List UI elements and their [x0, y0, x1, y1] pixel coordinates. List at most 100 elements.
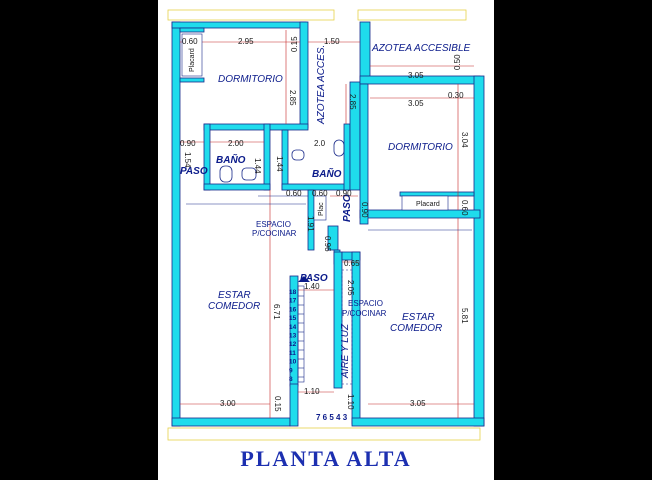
- wall-bath-left-bottom: [203, 183, 271, 191]
- floor-plan: DORMITORIO DORMITORIO AZOTEA ACCESIBLE A…: [167, 9, 485, 441]
- wall-bath-left-right: [263, 123, 271, 191]
- label-placard-left: Placard: [189, 48, 196, 72]
- dim-1-54: 1.54: [183, 152, 192, 168]
- placard-mid-box: [313, 195, 327, 221]
- stair-step-number: 16: [289, 306, 297, 313]
- dim-1-91: 1.91: [306, 216, 315, 232]
- wall-bath-left-left: [203, 123, 211, 191]
- stair-lower-steps: 7 6 5 4 3: [316, 413, 348, 422]
- placard-left-box: [181, 33, 203, 77]
- wall-bottom-right: [351, 417, 485, 427]
- dim-2-85-left: 2.85: [288, 90, 297, 106]
- dim-1-10-a: 1.10: [304, 387, 320, 396]
- stair-step-number: 8: [289, 376, 293, 383]
- dim-1-44-a: 1.44: [253, 158, 262, 174]
- upper-reference-line-right: [357, 9, 467, 21]
- stair-step-number: 11: [289, 350, 296, 357]
- stair-steps: [297, 285, 305, 383]
- room-bano-right: BAÑO: [312, 167, 342, 180]
- dim-0-96: 0.96: [323, 236, 332, 252]
- wall-bottom-left: [171, 417, 291, 427]
- placard-right-box: [401, 195, 449, 211]
- dim-0-15-bottom: 0.15: [273, 396, 282, 412]
- wall-bath-right-right: [343, 123, 351, 191]
- wall-placard-left-bottom: [179, 77, 205, 83]
- dim-2-85-mid: 2.85: [348, 94, 357, 110]
- label-placard-mid: Plac: [318, 202, 325, 216]
- room-azotea-accesible: AZOTEA ACCESIBLE: [371, 43, 471, 54]
- wall-dorm-left-right: [299, 21, 309, 129]
- wall-outer-right: [473, 75, 485, 427]
- stair-step-number: 14: [289, 324, 297, 331]
- dim-1-40: 1.40: [304, 282, 320, 291]
- room-paso-left: PASO: [180, 166, 208, 177]
- stair-step-number: 17: [289, 298, 297, 305]
- dim-3-05-bottom: 3.05: [410, 399, 426, 408]
- label-espacio-cocinar-1a: ESPACIO: [256, 220, 291, 229]
- sink-left-icon: [241, 167, 257, 181]
- stair-direction-arrow-icon: [298, 276, 310, 282]
- wall-placard-right-top: [399, 191, 475, 197]
- toilet-right-icon: [333, 139, 345, 157]
- dim-3-05-dorm: 3.05: [408, 99, 424, 108]
- dim-0-60-mid2: 0.60: [312, 189, 328, 198]
- dim-1-50: 1.50: [324, 37, 340, 46]
- wall-azotea-left: [359, 21, 371, 83]
- wall-dorm-right-left: [359, 83, 369, 225]
- lower-reference-line: [167, 427, 481, 441]
- wall-dorm-left-bottom: [203, 123, 309, 131]
- room-dormitorio-right: DORMITORIO: [388, 142, 453, 153]
- stair-step-number: 10: [289, 359, 297, 366]
- room-paso-stairs: PASO: [300, 273, 328, 284]
- label-espacio-cocinar-2a: ESPACIO: [348, 299, 383, 308]
- stair-step-number: 9: [289, 367, 293, 374]
- dim-1-44-b: 1.44: [275, 156, 284, 172]
- dim-0-60-top: 0.60: [182, 37, 198, 46]
- label-aire-y-luz: AIRE Y LUZ: [340, 323, 351, 379]
- dim-0-60-right: 0.60: [460, 200, 469, 216]
- room-paso-vertical: PASO: [342, 194, 353, 222]
- aire-luz-patio: [341, 269, 353, 385]
- label-placard-right: Placard: [416, 201, 440, 208]
- plan-sheet: DORMITORIO DORMITORIO AZOTEA ACCESIBLE A…: [158, 0, 494, 480]
- wall-mid-block: [327, 225, 339, 251]
- dim-6-71: 6.71: [272, 304, 281, 320]
- room-estar-left-a: ESTAR: [218, 290, 251, 301]
- dim-0-65: 0.65: [344, 259, 360, 268]
- stair-step-number: 15: [289, 315, 297, 322]
- dim-0-90-v: 0.90: [360, 202, 369, 218]
- dim-0-30: 0.30: [448, 91, 464, 100]
- dim-0-90-left: 0.90: [180, 139, 196, 148]
- room-estar-left-b: COMEDOR: [208, 301, 260, 312]
- dim-1-10-b: 1.10: [346, 394, 355, 410]
- room-estar-right-b: COMEDOR: [390, 323, 442, 334]
- toilet-left-icon: [219, 165, 233, 183]
- wall-outer-left: [171, 21, 181, 427]
- dim-3-00: 3.00: [220, 399, 236, 408]
- dim-5-81: 5.81: [460, 308, 469, 324]
- sink-right-icon: [291, 149, 305, 161]
- wall-top-left: [171, 21, 307, 29]
- dim-3-04: 3.04: [460, 132, 469, 148]
- room-estar-right-a: ESTAR: [402, 312, 435, 323]
- stair-step-number: 13: [289, 333, 297, 340]
- dim-2-05: 2.05: [346, 280, 355, 296]
- dim-0-60-mid: 0.60: [286, 189, 302, 198]
- dim-3-05-azotea: 3.05: [408, 71, 424, 80]
- plan-title: PLANTA ALTA: [240, 446, 412, 471]
- room-dormitorio-left: DORMITORIO: [218, 74, 283, 85]
- room-bano-left: BAÑO: [216, 153, 246, 166]
- stair-step-number: 12: [289, 341, 297, 348]
- label-espacio-cocinar-1b: P/COCINAR: [252, 229, 297, 238]
- upper-reference-line-left: [167, 9, 335, 21]
- wall-placard-left-top: [179, 27, 205, 33]
- dim-0-50: 0.50: [453, 54, 462, 70]
- label-espacio-cocinar-2b: P/COCINAR: [342, 309, 387, 318]
- wall-bottom-stair-left: [289, 383, 299, 427]
- dim-2-95: 2.95: [238, 37, 254, 46]
- dim-2-0: 2.0: [314, 139, 326, 148]
- room-azotea-acces: AZOTEA ACCES.: [316, 45, 327, 125]
- stair-step-number: 18: [289, 289, 297, 296]
- dim-2-00: 2.00: [228, 139, 244, 148]
